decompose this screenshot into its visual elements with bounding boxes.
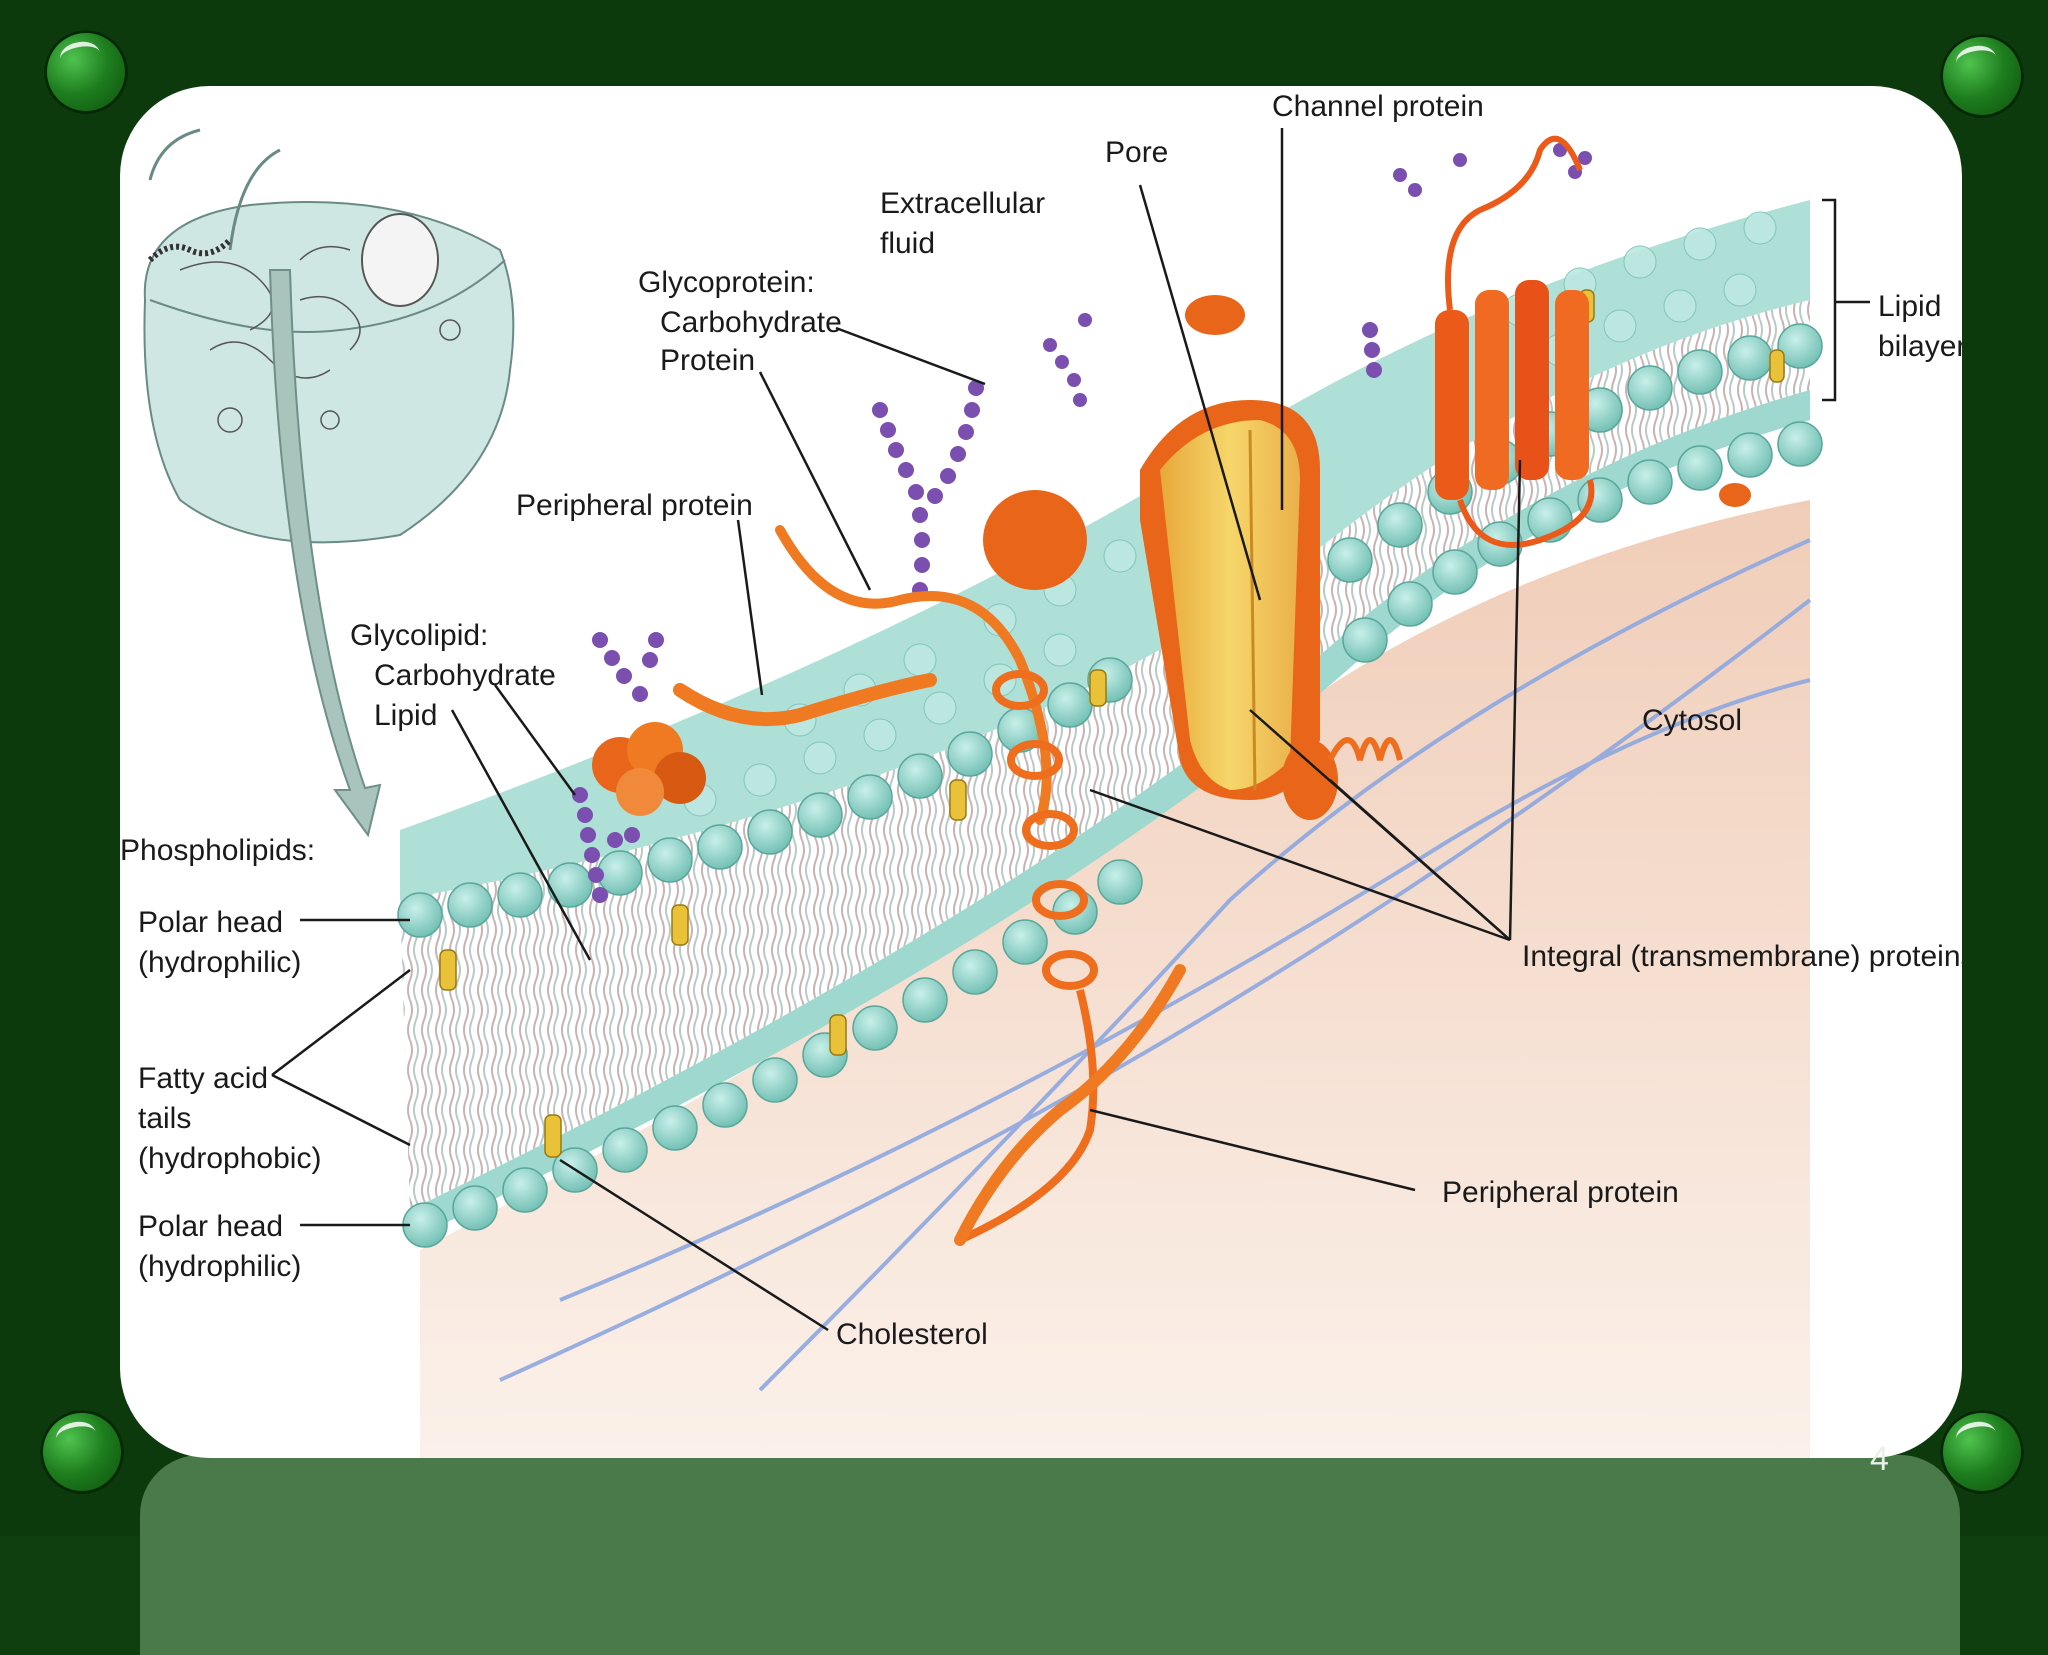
label-polar-head-top-2: (hydrophilic) [138, 946, 301, 979]
peripheral-protein-inner [954, 964, 1186, 1246]
label-extracellular-1: Extracellular [880, 187, 1045, 220]
label-polar-head-top-1: Polar head [138, 906, 283, 939]
cytosol-region [420, 500, 1810, 1458]
corner-orb-icon [1940, 1410, 2024, 1494]
label-cytosol: Cytosol [1642, 704, 1742, 737]
label-peripheral-protein-top: Peripheral protein [516, 489, 753, 522]
polar-heads-top-layer [397, 323, 1823, 938]
label-phospholipids: Phospholipids: [120, 834, 315, 867]
cell-illustration [143, 128, 515, 544]
glycoprotein-carbohydrate [872, 143, 1592, 598]
label-leader-lines [271, 128, 1870, 1332]
label-glycoprotein-carbohydrate: Carbohydrate [660, 306, 842, 339]
label-fatty-acid-3: (hydrophobic) [138, 1142, 321, 1175]
label-glycoprotein-protein: Protein [660, 344, 755, 377]
zoom-arrow [268, 269, 382, 838]
label-lipid-bilayer-2: bilayer [1878, 330, 1966, 363]
label-fatty-acid-2: tails [138, 1102, 191, 1135]
corner-orb-icon [40, 1410, 124, 1494]
globular-protein [983, 490, 1087, 590]
small-surface-protein [1185, 295, 1245, 335]
label-pore: Pore [1105, 136, 1168, 169]
peripheral-protein-cluster [592, 722, 706, 816]
glycolipid-carbohydrate [572, 632, 664, 903]
label-polar-head-bottom-1: Polar head [138, 1210, 283, 1243]
label-fatty-acid-1: Fatty acid [138, 1062, 268, 1095]
fatty-acid-tail-region [400, 300, 1810, 1210]
diagram-labels: Channel protein Pore Extracellular fluid… [120, 90, 1976, 1351]
glycoprotein-strand [775, 525, 1052, 825]
cytoskeleton-filaments [499, 538, 1812, 1392]
cholesterol-molecules [439, 289, 1785, 1158]
slide-page-number: 4 [1870, 1440, 1889, 1478]
multipass-transmembrane-protein [1435, 135, 1595, 548]
label-glycolipid-carbohydrate: Carbohydrate [374, 659, 556, 692]
label-polar-head-bottom-2: (hydrophilic) [138, 1250, 301, 1283]
label-glycolipid-title: Glycolipid: [350, 619, 488, 652]
label-integral-proteins: Integral (transmembrane) proteins [1522, 940, 1976, 973]
label-glycoprotein-title: Glycoprotein: [638, 266, 815, 299]
label-peripheral-protein-bottom: Peripheral protein [1442, 1176, 1679, 1209]
label-lipid-bilayer-1: Lipid [1878, 290, 1941, 323]
corner-orb-icon [44, 30, 128, 114]
label-channel-protein: Channel protein [1272, 90, 1484, 123]
membrane-inner-heads [410, 390, 1810, 1240]
label-extracellular-2: fluid [880, 227, 935, 260]
corner-orb-icon [1940, 34, 2024, 118]
label-glycolipid-lipid: Lipid [374, 699, 437, 732]
membrane-diagram: Channel protein Pore Extracellular fluid… [120, 90, 1976, 1458]
label-cholesterol: Cholesterol [836, 1318, 988, 1351]
peripheral-protein-strand [673, 673, 937, 727]
channel-coil-tail [1327, 737, 1403, 762]
small-inner-protein [1719, 483, 1751, 507]
channel-protein-shape [1140, 400, 1338, 820]
helical-transmembrane-protein [958, 670, 1098, 1244]
